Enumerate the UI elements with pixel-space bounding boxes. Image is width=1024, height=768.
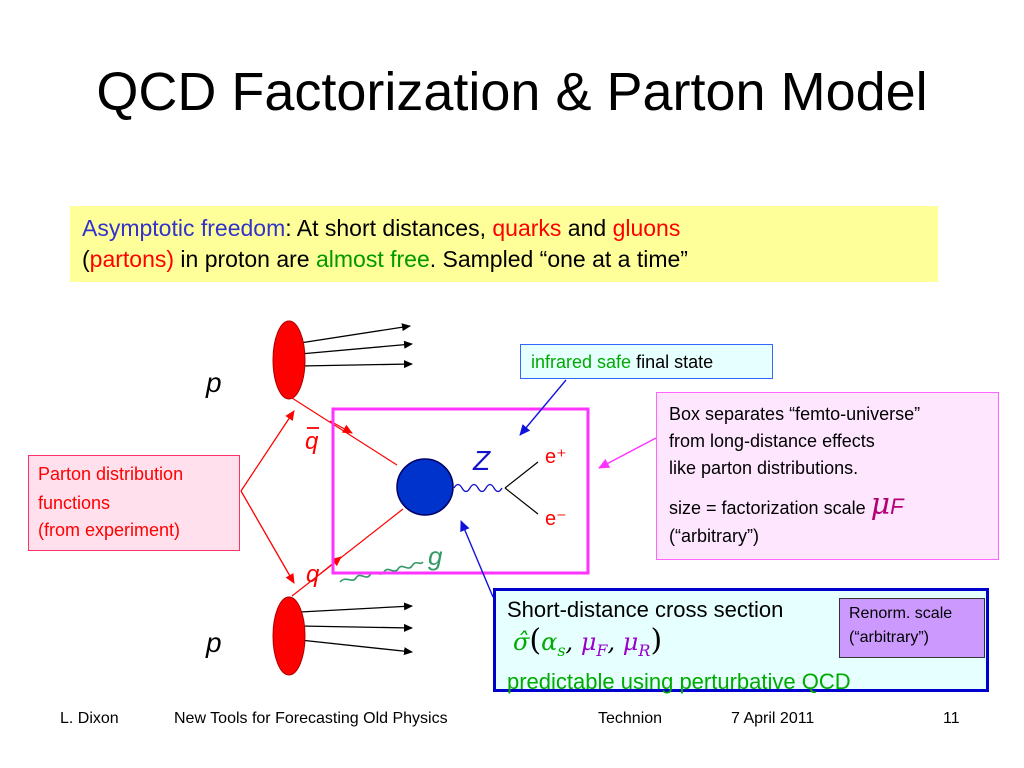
label-g: g: [428, 541, 443, 571]
sigma-hat-symbol: σ̂: [513, 628, 530, 656]
gluons-term: gluons: [612, 215, 681, 241]
quarks-term: quarks: [492, 215, 562, 241]
mu-r-symbol: μ: [622, 628, 639, 656]
infrared-safe-arrow: [519, 379, 567, 436]
factorization-box: [331, 407, 590, 575]
factorization-callout-box: Box separates “femto-universe” from long…: [656, 392, 999, 560]
label-z: Z: [472, 445, 491, 476]
short-distance-box: Short-distance cross section σ̂(αs, μF, …: [493, 588, 989, 694]
footer-talk-title: New Tools for Forecasting Old Physics: [174, 710, 448, 727]
intro-paren: (: [82, 246, 90, 272]
renorm-line-2: (“arbitrary”): [849, 629, 929, 646]
fact-line-2: from long-distance effects: [669, 431, 875, 451]
mu-f-subscript-2: F: [596, 641, 608, 660]
final-state-text: final state: [631, 352, 714, 372]
intro-text-1: : At short distances,: [285, 215, 493, 241]
intro-text-3: in proton are: [174, 246, 316, 272]
footer-venue: Technion: [598, 710, 663, 727]
label-e-minus: e⁻: [545, 508, 567, 530]
short-distance-arrow: [460, 520, 494, 598]
fact-line-5: (“arbitrary”): [669, 526, 759, 546]
box-callout-arrow: [598, 437, 657, 469]
footer-page-number: 11: [943, 710, 960, 727]
hard-scattering-blob: [396, 458, 454, 516]
quark-line: [291, 508, 404, 597]
label-e-plus: e⁺: [545, 446, 567, 468]
footer-date: 7 April 2011: [731, 710, 815, 727]
pdf-line-2: functions: [38, 493, 111, 513]
mu-f-subscript: F: [890, 494, 904, 519]
pdf-callout-box: Parton distribution functions (from expe…: [28, 455, 240, 551]
intro-text-2: and: [561, 215, 613, 241]
sd-line-3: predictable using perturbative QCD: [507, 669, 851, 694]
partons-term: partons): [89, 246, 175, 272]
fact-line-4: size = factorization scale μF: [669, 490, 986, 523]
mu-r-subscript: R: [638, 641, 651, 660]
sd-line-1: Short-distance cross section: [507, 597, 784, 622]
mu-f-symbol-2: μ: [580, 628, 597, 656]
renorm-scale-box: Renorm. scale (“arbitrary”): [839, 598, 985, 658]
alpha-subscript: s: [557, 641, 566, 660]
bottom-proton-remnants: [299, 602, 413, 656]
formula-comma-2: ,: [607, 628, 623, 656]
footer-author: L. Dixon: [60, 710, 119, 727]
fact-line-3: like parton distributions.: [669, 458, 859, 478]
almost-free-term: almost free: [315, 246, 430, 272]
quark-arrow: [319, 556, 342, 575]
formula-comma-1: ,: [565, 628, 581, 656]
label-p-top: p: [205, 367, 222, 398]
label-q: q: [306, 561, 320, 588]
asymptotic-freedom-term: Asymptotic freedom: [82, 215, 286, 241]
e-minus-line: [504, 487, 539, 515]
top-proton-ellipse: [272, 320, 306, 400]
formula-open-paren: (: [529, 623, 542, 658]
slide-title: QCD Factorization & Parton Model: [96, 62, 928, 122]
cross-section-formula: σ̂(αs, μF, μR): [507, 624, 975, 668]
e-plus-line: [504, 461, 539, 489]
fact-scale-text: size = factorization scale: [669, 498, 871, 518]
renorm-line-1: Renorm. scale: [849, 605, 953, 622]
intro-line-1: Asymptotic freedom: At short distances, …: [82, 213, 926, 244]
label-p-bottom: p: [205, 627, 222, 658]
fact-line-1: Box separates “femto-universe”: [669, 404, 921, 424]
mu-f-symbol: μ: [870, 487, 891, 522]
pdf-arrow-top: [240, 410, 295, 492]
pdf-arrow-bottom: [240, 490, 295, 584]
pdf-line-3: (from experiment): [38, 520, 181, 540]
top-proton-remnants: [299, 323, 413, 369]
formula-close-paren: ): [650, 623, 663, 658]
bottom-proton-ellipse: [272, 596, 306, 676]
intro-text-4: . Sampled “one at a time”: [429, 246, 688, 272]
infrared-safe-term: infrared safe: [531, 352, 632, 372]
intro-line-2: (partons) in proton are almost free. Sam…: [82, 244, 926, 275]
alpha-symbol: α: [541, 628, 558, 656]
label-qbar: q: [305, 428, 319, 455]
asymptotic-freedom-box: Asymptotic freedom: At short distances, …: [70, 206, 938, 282]
pdf-line-1: Parton distribution: [38, 464, 184, 484]
z-boson-line: [453, 483, 503, 493]
infrared-safe-box: infrared safe final state: [520, 344, 773, 379]
